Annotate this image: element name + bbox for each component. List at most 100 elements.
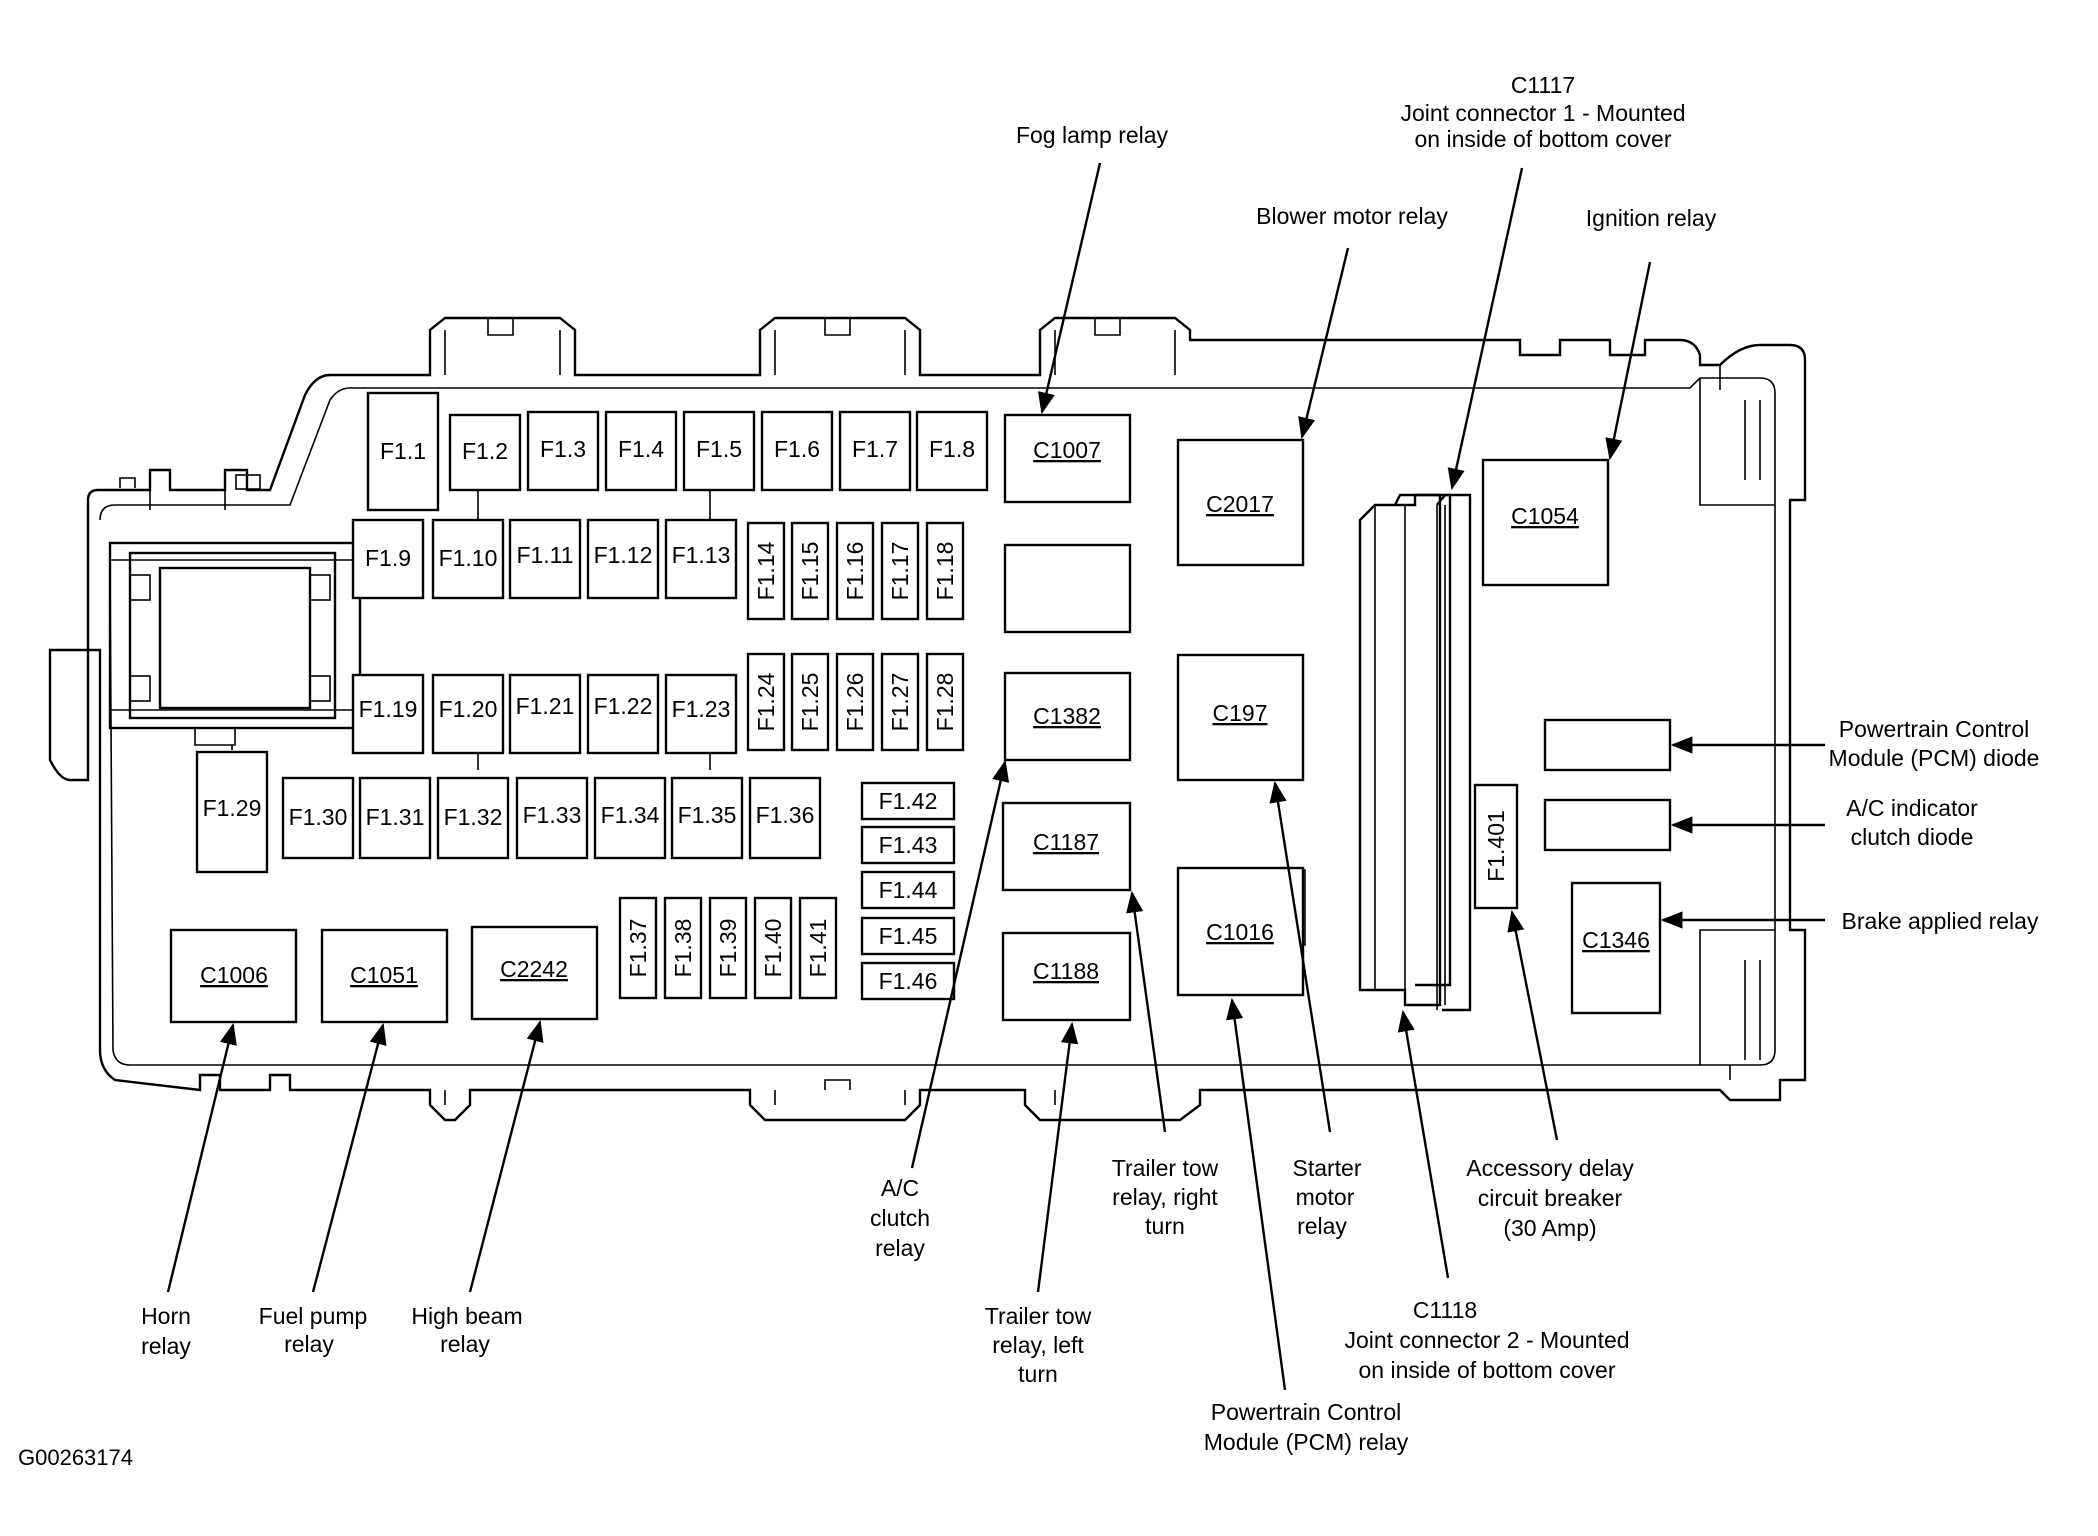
fuse-f1-2: F1.2	[462, 438, 508, 464]
label-c1117-line2: on inside of bottom cover	[1415, 126, 1672, 152]
label-ac-clutch-relay-line3: relay	[875, 1235, 925, 1261]
label-trailer-left-line2: relay, left	[992, 1332, 1084, 1358]
fuse-f1-6: F1.6	[774, 436, 820, 462]
label-high-beam-relay-line2: relay	[440, 1331, 490, 1357]
fuse-grid: F1.1 F1.2 F1.3 F1.4 F1.5 F1.6 F1.7 F1.8 …	[195, 391, 1519, 1001]
label-acc-delay-line1: Accessory delay	[1466, 1155, 1634, 1181]
connector-c1007: C1007	[1033, 437, 1101, 463]
connector-c1016: C1016	[1206, 919, 1274, 945]
label-horn-relay-line2: relay	[141, 1333, 191, 1359]
connector-c1346: C1346	[1582, 927, 1650, 953]
fuse-f1-16: F1.16	[842, 542, 868, 601]
label-pcm-relay-line2: Module (PCM) relay	[1204, 1429, 1409, 1455]
fuse-f1-22: F1.22	[594, 693, 653, 719]
connector-c1382: C1382	[1033, 703, 1101, 729]
fuse-f1-37: F1.37	[625, 919, 651, 978]
fuse-f1-29: F1.29	[203, 795, 262, 821]
fuse-f1-46: F1.46	[879, 968, 938, 994]
figure-id: G00263174	[18, 1445, 133, 1470]
fuse-box-housing	[48, 316, 1807, 1122]
label-high-beam-relay-line1: High beam	[411, 1303, 522, 1329]
label-c1118-title: C1118	[1413, 1297, 1477, 1323]
fuse-f1-41: F1.41	[805, 919, 831, 978]
label-starter-relay-line3: relay	[1297, 1213, 1347, 1239]
fuse-f1-26: F1.26	[842, 673, 868, 732]
callout-labels: C1117 Joint connector 1 - Mounted on ins…	[18, 72, 2039, 1470]
label-ignition-relay: Ignition relay	[1586, 205, 1717, 231]
label-ac-clutch-relay-line2: clutch	[870, 1205, 930, 1231]
label-acc-delay-line2: circuit breaker	[1478, 1185, 1623, 1211]
connector-c2017: C2017	[1206, 491, 1274, 517]
label-acc-delay-line3: (30 Amp)	[1503, 1215, 1596, 1241]
bus-lines	[231, 490, 711, 770]
fuse-f1-15: F1.15	[797, 542, 823, 601]
fuse-f1-43: F1.43	[879, 832, 938, 858]
fuse-f1-39: F1.39	[715, 919, 741, 978]
label-trailer-left-line3: turn	[1018, 1361, 1058, 1387]
label-trailer-right-line2: relay, right	[1112, 1184, 1218, 1210]
fuse-f1-4: F1.4	[618, 436, 664, 462]
fuse-f1-34: F1.34	[601, 802, 660, 828]
label-trailer-right-line3: turn	[1145, 1213, 1185, 1239]
fuse-f1-17: F1.17	[887, 542, 913, 601]
fuse-f1-27: F1.27	[887, 673, 913, 732]
connector-c2242: C2242	[500, 956, 568, 982]
label-trailer-right-line1: Trailer tow	[1112, 1155, 1219, 1181]
label-fuel-pump-relay-line2: relay	[284, 1331, 334, 1357]
fuse-f1-35: F1.35	[678, 802, 737, 828]
fuse-f1-1: F1.1	[380, 438, 426, 464]
fuse-f1-30: F1.30	[289, 804, 348, 830]
fuse-f1-32: F1.32	[444, 804, 503, 830]
label-c1118-line2: on inside of bottom cover	[1359, 1357, 1616, 1383]
fuse-f1-12: F1.12	[594, 542, 653, 568]
label-horn-relay-line1: Horn	[141, 1303, 191, 1329]
fuse-f1-45: F1.45	[879, 923, 938, 949]
label-c1117-line1: Joint connector 1 - Mounted	[1400, 100, 1685, 126]
fuse-f1-401: F1.401	[1483, 810, 1509, 882]
fuse-f1-20: F1.20	[439, 696, 498, 722]
label-ac-indicator-line2: clutch diode	[1851, 824, 1974, 850]
label-fuel-pump-relay-line1: Fuel pump	[259, 1303, 368, 1329]
label-brake-applied-relay: Brake applied relay	[1842, 908, 2039, 934]
fuse-f1-18: F1.18	[932, 542, 958, 601]
fuse-f1-28: F1.28	[932, 673, 958, 732]
fuse-f1-33: F1.33	[523, 802, 582, 828]
fuse-f1-31: F1.31	[366, 804, 425, 830]
label-ac-indicator-line1: A/C indicator	[1846, 795, 1978, 821]
label-pcm-diode-line1: Powertrain Control	[1839, 716, 2029, 742]
fuse-f1-7: F1.7	[852, 436, 898, 462]
fuse-f1-14: F1.14	[753, 541, 779, 600]
fuse-f1-8: F1.8	[929, 436, 975, 462]
fuse-f1-24: F1.24	[753, 672, 779, 731]
fuse-f1-21: F1.21	[516, 693, 575, 719]
fuse-f1-5: F1.5	[696, 436, 742, 462]
fuse-f1-10: F1.10	[439, 545, 498, 571]
fuse-f1-40: F1.40	[760, 919, 786, 978]
connector-c197: C197	[1213, 700, 1268, 726]
relay-boxes: C1007 C2017 C1054 C1382 C197 C1187 C1016…	[169, 413, 1672, 1024]
fuse-f1-9: F1.9	[365, 545, 411, 571]
label-pcm-relay-line1: Powertrain Control	[1211, 1399, 1401, 1425]
connector-c1054: C1054	[1511, 503, 1579, 529]
label-starter-relay-line2: motor	[1296, 1184, 1355, 1210]
fuse-f1-42: F1.42	[879, 788, 938, 814]
label-blower-motor-relay: Blower motor relay	[1256, 203, 1448, 229]
label-fog-lamp-relay: Fog lamp relay	[1016, 122, 1169, 148]
connector-c1006: C1006	[200, 962, 268, 988]
label-c1118-line1: Joint connector 2 - Mounted	[1344, 1327, 1629, 1353]
fuse-f1-23: F1.23	[672, 696, 731, 722]
fuse-f1-13: F1.13	[672, 542, 731, 568]
connector-c1188: C1188	[1033, 958, 1099, 984]
fuse-f1-3: F1.3	[540, 436, 586, 462]
fuse-f1-11: F1.11	[516, 542, 573, 568]
connector-c1051: C1051	[350, 962, 418, 988]
label-ac-clutch-relay-line1: A/C	[881, 1175, 919, 1201]
leader-lines	[166, 162, 1825, 1391]
fuse-f1-44: F1.44	[879, 877, 938, 903]
fuse-f1-38: F1.38	[670, 919, 696, 978]
label-pcm-diode-line2: Module (PCM) diode	[1829, 745, 2040, 771]
label-trailer-left-line1: Trailer tow	[985, 1303, 1092, 1329]
fuse-f1-36: F1.36	[756, 802, 815, 828]
connector-c1187: C1187	[1033, 829, 1099, 855]
